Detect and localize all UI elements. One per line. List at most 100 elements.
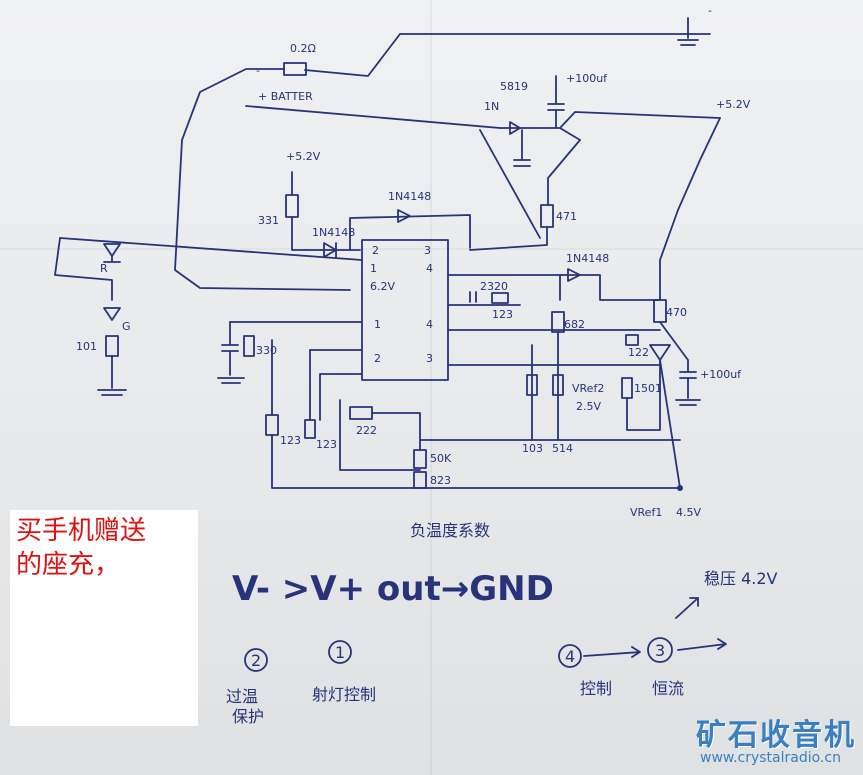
potentiometer-50k xyxy=(413,449,427,469)
label-r123-mid: 123 xyxy=(492,308,513,321)
step-2-text: 过温 xyxy=(226,687,258,706)
label-r103: 103 xyxy=(522,442,543,455)
capacitor-100uf-top xyxy=(547,75,565,129)
label-r682: 682 xyxy=(564,318,585,331)
step-3-text: 恒流 xyxy=(652,679,684,698)
site-watermark: 矿石收音机 www.crystalradio.cn xyxy=(640,710,860,772)
ground-symbol-top xyxy=(677,17,699,46)
label-r471: 471 xyxy=(556,210,577,223)
label-c2320: 2320 xyxy=(480,280,508,293)
wire xyxy=(559,274,661,301)
resistor-823 xyxy=(413,471,427,489)
resistor-101 xyxy=(105,335,119,357)
step-2-number: 2 xyxy=(251,651,261,670)
label-r470: 470 xyxy=(666,306,687,319)
wire xyxy=(469,226,548,251)
label-pin4-plus: 4 xyxy=(426,318,433,331)
wire xyxy=(291,216,321,251)
resistor-123-b xyxy=(304,419,316,439)
label-100uf-top: +100uf xyxy=(566,72,608,85)
arrow-step4-to-3 xyxy=(583,646,641,658)
label-vcc-left: +5.2V xyxy=(286,150,321,163)
label-minus: - xyxy=(256,64,260,77)
step-3-number: 3 xyxy=(655,641,665,660)
step-circle-4 xyxy=(558,644,582,668)
capacitor-small xyxy=(513,129,531,167)
label-1n: 1N xyxy=(484,100,499,113)
wire xyxy=(659,117,721,301)
label-r1501: 1501 xyxy=(634,382,662,395)
arrow-regulator xyxy=(675,597,699,619)
formula-comparator: V- >V+ out→GND xyxy=(232,569,554,609)
resistor-470 xyxy=(653,299,667,323)
label-5819: 5819 xyxy=(500,80,528,93)
step-circle-1 xyxy=(328,640,352,664)
label-pin3-top: 3 xyxy=(424,244,431,257)
step-circle-3 xyxy=(647,637,673,663)
label-vref2: VRef2 xyxy=(572,382,604,395)
step-circle-2 xyxy=(244,648,268,672)
watermark-logo: 矿石收音机 xyxy=(696,718,856,753)
resistor-330 xyxy=(243,335,255,357)
resistor-514 xyxy=(552,374,564,396)
label-r331: 331 xyxy=(258,214,279,227)
wire xyxy=(54,237,113,301)
diode-5819 xyxy=(509,121,521,135)
ic-package xyxy=(361,239,449,381)
resistor-471 xyxy=(540,204,554,228)
wire xyxy=(174,68,351,291)
label-pin2-top: 2 xyxy=(372,244,379,257)
label-vcc-top-right: +5.2V xyxy=(716,98,751,111)
label-r122: 122 xyxy=(628,346,649,359)
label-r514: 514 xyxy=(552,442,573,455)
label-r50k: 50K xyxy=(430,452,452,465)
wire xyxy=(339,399,421,471)
label-r-0.2ohm: 0.2Ω xyxy=(290,42,316,55)
regulator-note: 稳压 4.2V xyxy=(704,569,778,588)
label-ic-62v: 6.2V xyxy=(370,280,395,293)
capacitor-2320 xyxy=(469,291,477,303)
label-100uf-right: +100uf xyxy=(700,368,742,381)
resistor-222 xyxy=(349,406,373,420)
wire xyxy=(59,237,363,261)
label-r222: 222 xyxy=(356,424,377,437)
annotation-note-box: 买手机赠送 的座充， xyxy=(10,510,198,726)
resistor-682 xyxy=(551,311,565,333)
label-vref2-val: 2.5V xyxy=(576,400,601,413)
step-4-text: 控制 xyxy=(580,679,612,698)
label-r123-a: 123 xyxy=(280,434,301,447)
label-vref1: VRef1 xyxy=(630,506,662,519)
resistor-331 xyxy=(285,194,299,218)
wire xyxy=(304,33,401,77)
step-1-text: 射灯控制 xyxy=(312,685,376,704)
diode-1n4148-top xyxy=(397,209,411,223)
label-vref1-val: 4.5V xyxy=(676,506,701,519)
arrow-step3-out xyxy=(677,638,727,651)
led-bar xyxy=(103,255,121,263)
label-pin2-minus: 2 xyxy=(374,352,381,365)
label-1n4148-top: 1N4148 xyxy=(388,190,431,203)
transistor xyxy=(539,111,721,141)
label-pin1-top: 1 xyxy=(370,262,377,275)
ground-symbol-left xyxy=(97,389,127,396)
capacitor-100uf-right xyxy=(659,321,697,399)
led-red xyxy=(103,243,121,257)
wire xyxy=(271,434,681,489)
resistor-123-mid xyxy=(491,292,509,304)
wire xyxy=(245,105,501,129)
step-1-number: 1 xyxy=(335,643,345,662)
label-led-g: G xyxy=(122,320,131,333)
label-pin1-minus: 1 xyxy=(374,318,381,331)
watermark-url: www.crystalradio.cn xyxy=(700,750,841,766)
label-r123-b: 123 xyxy=(316,438,337,451)
label-batter: + BATTER xyxy=(258,90,313,103)
label-led-r: R xyxy=(100,262,108,275)
label-r101: 101 xyxy=(76,340,97,353)
ground-symbol-mid xyxy=(217,377,245,384)
wire xyxy=(626,359,661,431)
label-1n4148-left: 1N4148 xyxy=(312,226,355,239)
label-r823: 823 xyxy=(430,474,451,487)
label-c330: 330 xyxy=(256,344,277,357)
wire xyxy=(349,214,471,251)
capacitor-330 xyxy=(221,321,239,376)
